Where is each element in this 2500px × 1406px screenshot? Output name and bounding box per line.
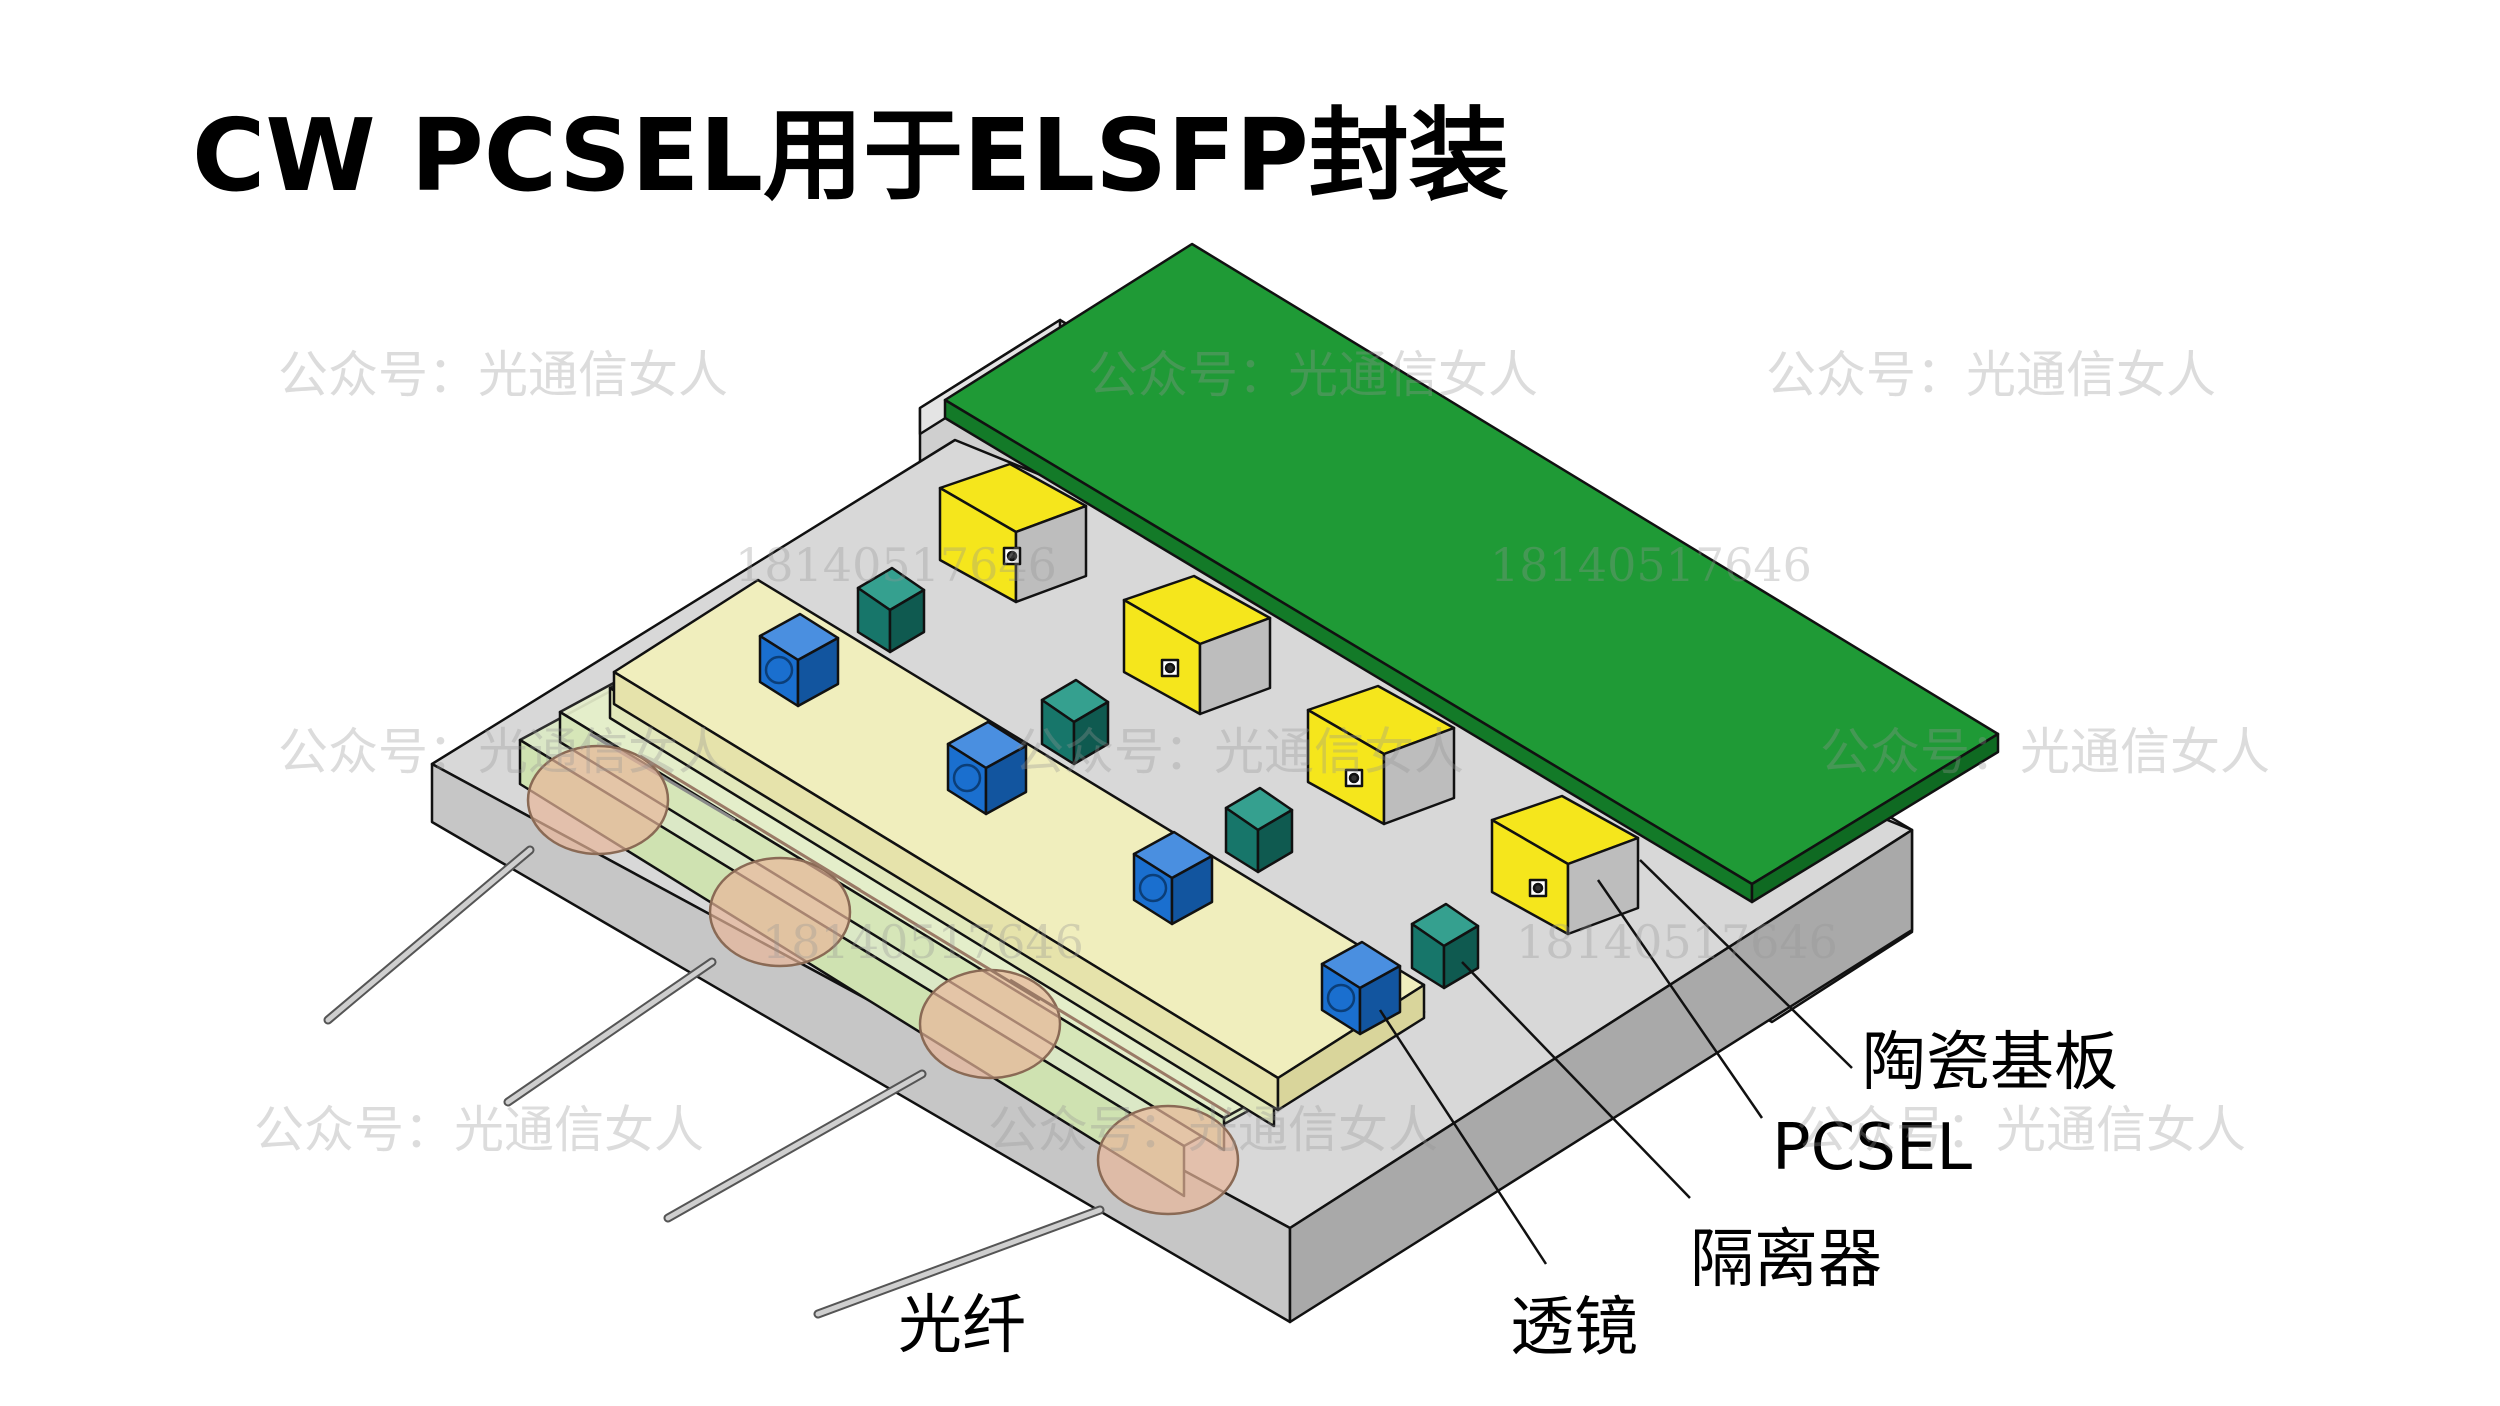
lens-block-icon xyxy=(758,612,840,708)
isolators xyxy=(856,566,1480,990)
label-ceramic-substrate: 陶瓷基板 xyxy=(1862,1026,2118,1100)
pcb-board xyxy=(943,242,2000,904)
label-isolator: 隔离器 xyxy=(1690,1223,1882,1297)
isolator-block-icon xyxy=(1410,902,1480,990)
pcsel-chip-icon xyxy=(1306,684,1456,826)
isolator-block-icon xyxy=(1224,786,1294,874)
leader-lines xyxy=(1378,859,1853,1265)
label-pcsel: PCSEL xyxy=(1772,1111,1972,1185)
label-lens: 透镜 xyxy=(1510,1291,1638,1365)
isolator-block-icon xyxy=(856,566,926,654)
lens-block-icon xyxy=(1132,830,1214,926)
pcsel-chip-icon xyxy=(1122,574,1272,716)
lens-block-icon xyxy=(946,720,1028,816)
pcsel-chip-icon xyxy=(938,462,1088,604)
leader-ceramic xyxy=(1639,859,1853,1069)
fibers xyxy=(323,732,1240,1319)
pcsel-chips xyxy=(938,462,1640,936)
lenses xyxy=(758,612,1402,1036)
leader-lens xyxy=(1378,1009,1548,1265)
lens-block-icon xyxy=(1320,940,1402,1036)
isolator-block-icon xyxy=(1040,678,1110,766)
label-fiber: 光纤 xyxy=(898,1289,1026,1363)
leader-isolator xyxy=(1461,961,1691,1199)
page-title: CW PCSEL用于ELSFP封装 xyxy=(192,97,1509,214)
leader-pcsel xyxy=(1596,879,1764,1119)
